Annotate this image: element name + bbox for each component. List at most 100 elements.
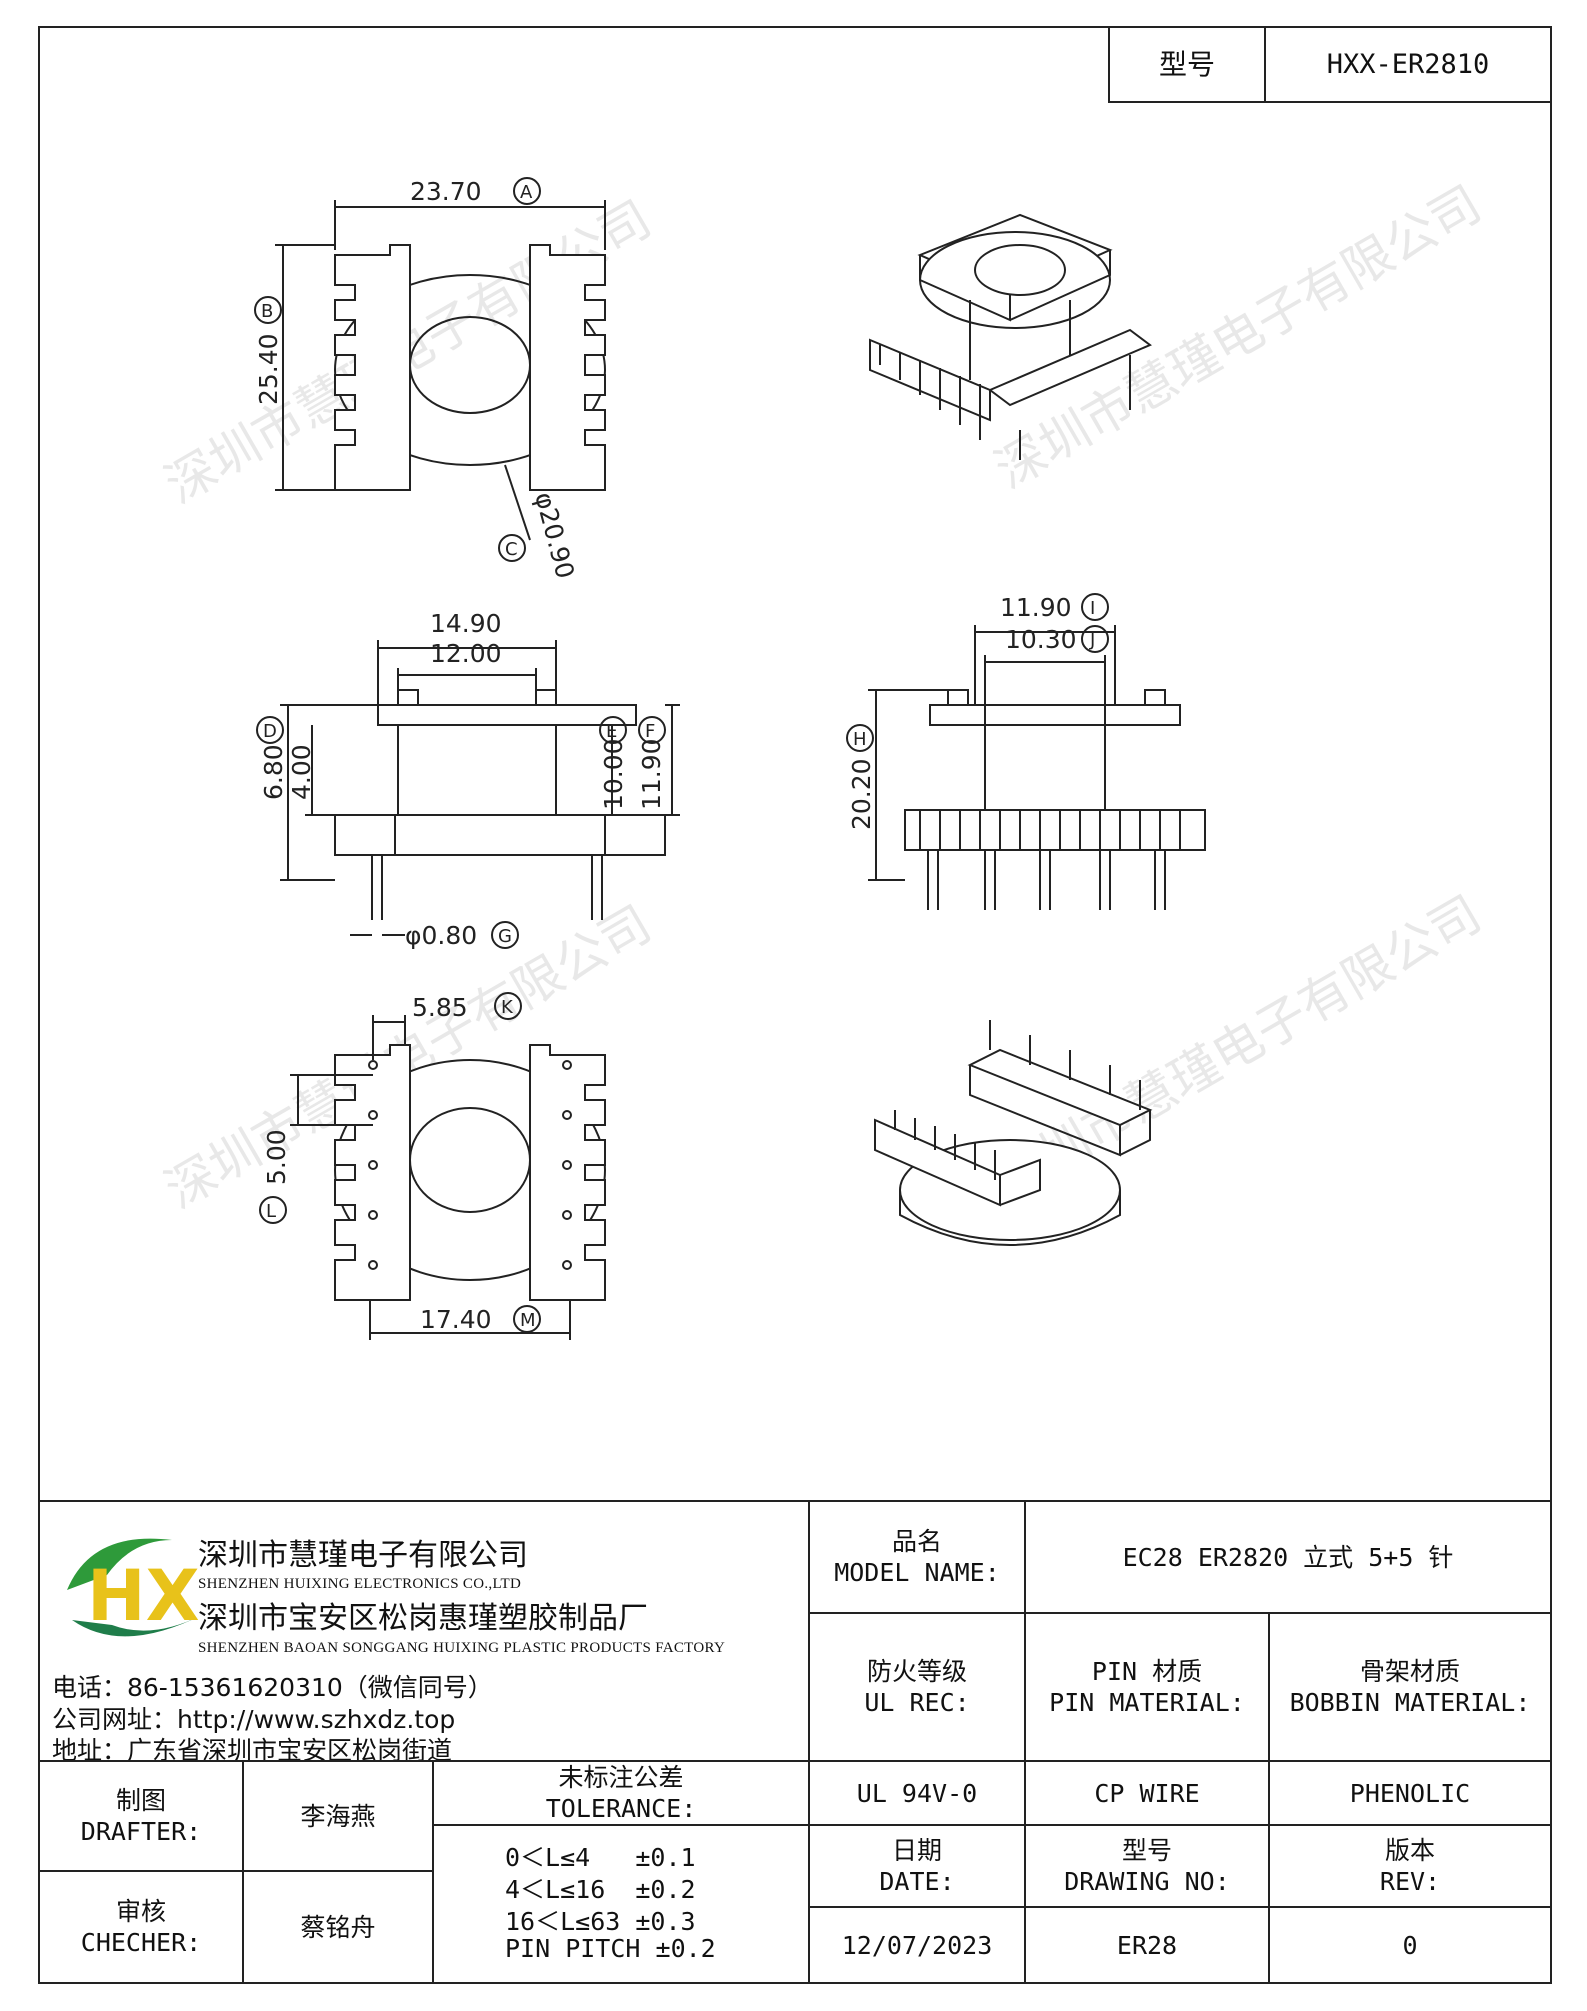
isometric-view-lower <box>874 1020 1153 1246</box>
checker-label-en: CHECHER: <box>80 1928 202 1957</box>
dim-d-tag: D <box>263 721 277 742</box>
date-value: 12/07/2023 <box>841 1930 993 1960</box>
dim-g-value: φ0.80 <box>405 921 477 950</box>
dim-a-tag: A <box>520 182 533 203</box>
model-value: HXX-ER2810 <box>1326 49 1490 80</box>
rev-label-zh: 版本 <box>1384 1836 1435 1865</box>
technical-drawing: 23.70 A 25.40 B φ20.90 C 14.90 <box>254 177 1206 1340</box>
dim-top-w1: 14.90 <box>430 609 502 638</box>
dim-m-value: 17.40 <box>420 1305 492 1334</box>
drafter-name: 李海燕 <box>300 1801 376 1831</box>
left-pin-comb <box>334 244 410 491</box>
dim-i-tag: I <box>1090 598 1095 619</box>
dim-b-value: 25.40 <box>254 333 283 405</box>
tolerance-line-4: PIN PITCH ±0.2 <box>505 1934 716 1963</box>
pin-material-label-en: PIN MATERIAL: <box>1049 1688 1245 1717</box>
drawing-no-label-zh: 型号 <box>1121 1836 1172 1865</box>
date-label-zh: 日期 <box>891 1836 942 1865</box>
pin-material-value-cell: CP WIRE <box>1024 1760 1270 1826</box>
dim-k-tag: K <box>501 997 514 1018</box>
model-label-cell: 型号 <box>1108 26 1266 103</box>
logo-swoosh-top <box>67 1538 172 1590</box>
company-logo: HX <box>67 1538 202 1637</box>
dim-l-value: 5.00 <box>262 1129 291 1185</box>
dim-i-value: 11.90 <box>1000 593 1072 622</box>
rev-value: 0 <box>1402 1930 1418 1960</box>
factory-name-en: SHENZHEN BAOAN SONGGANG HUIXING PLASTIC … <box>198 1640 726 1656</box>
company-name-zh: 深圳市慧瑾电子有限公司 <box>198 1538 528 1573</box>
rev-label-en: REV: <box>1379 1867 1441 1896</box>
front-view <box>280 640 680 936</box>
ul-value-cell: UL 94V-0 <box>808 1760 1026 1826</box>
dim-h-tag: H <box>853 729 867 750</box>
dim-k-value: 5.85 <box>412 993 468 1022</box>
drafter-label-en: DRAFTER: <box>80 1817 202 1846</box>
dim-h-value: 20.20 <box>847 758 876 830</box>
dim-m-tag: M <box>520 1310 536 1331</box>
dim-d-value: 6.80 <box>259 744 288 800</box>
drawing-no-label-cell: 型号 DRAWING NO: <box>1024 1824 1270 1908</box>
model-name-label-zh: 品名 <box>891 1527 942 1556</box>
right-pin-comb <box>530 244 606 491</box>
rev-label-cell: 版本 REV: <box>1268 1824 1552 1908</box>
side-view <box>868 625 1206 910</box>
pin-material-label-cell: PIN 材质 PIN MATERIAL: <box>1024 1612 1270 1762</box>
model-label: 型号 <box>1158 48 1215 81</box>
ul-label-zh: 防火等级 <box>866 1657 967 1686</box>
dim-a-value: 23.70 <box>410 177 482 206</box>
dim-g-tag: G <box>498 926 512 947</box>
tolerance-line-1: 0＜L≤4 ±0.1 <box>505 1843 696 1872</box>
drawing-no-value-cell: ER28 <box>1024 1906 1270 1984</box>
dim-e-tag: E <box>606 721 617 742</box>
date-label-en: DATE: <box>879 1867 955 1896</box>
dim-j-tag: J <box>1089 630 1095 651</box>
pin-material-value: CP WIRE <box>1094 1778 1200 1808</box>
bottom-view <box>290 1015 606 1340</box>
logo-swoosh-bottom <box>72 1615 202 1637</box>
ul-label-cell: 防火等级 UL REC: <box>808 1612 1026 1762</box>
bobbin-material-value: PHENOLIC <box>1349 1778 1471 1808</box>
tolerance-label-en: TOLERANCE: <box>545 1794 697 1823</box>
flange-outline <box>334 274 606 466</box>
factory-name-zh: 深圳市宝安区松岗惠瑾塑胶制品厂 <box>198 1601 648 1636</box>
checker-label-cell: 审核 CHECHER: <box>38 1870 244 1984</box>
model-name-value: EC28 ER2820 立式 5+5 针 <box>1122 1542 1454 1572</box>
rev-value-cell: 0 <box>1268 1906 1552 1984</box>
dim-j-value: 10.30 <box>1005 625 1077 654</box>
bobbin-material-value-cell: PHENOLIC <box>1268 1760 1552 1826</box>
pin-material-label-zh: PIN 材质 <box>1091 1657 1203 1686</box>
tolerance-label-zh: 未标注公差 <box>558 1763 684 1792</box>
model-name-label-cell: 品名 MODEL NAME: <box>808 1500 1026 1614</box>
drafter-name-cell: 李海燕 <box>242 1760 434 1872</box>
dim-l-tag: L <box>266 1201 276 1222</box>
top-view <box>275 200 606 541</box>
company-block <box>38 1500 810 1764</box>
dim-b-tag: B <box>261 301 273 322</box>
dim-c-value: φ20.90 <box>529 489 580 582</box>
drafter-label-zh: 制图 <box>115 1786 166 1815</box>
checker-name: 蔡铭舟 <box>300 1912 376 1942</box>
dim-c-tag: C <box>505 539 518 560</box>
dim-f-value: 11.90 <box>637 738 666 810</box>
company-phone: 电话：86-15361620310（微信同号） <box>52 1673 493 1702</box>
date-label-cell: 日期 DATE: <box>808 1824 1026 1908</box>
drawing-no-value: ER28 <box>1116 1930 1178 1960</box>
tolerance-values-cell <box>432 1824 810 1984</box>
date-value-cell: 12/07/2023 <box>808 1906 1026 1984</box>
drafter-label-cell: 制图 DRAFTER: <box>38 1760 244 1872</box>
tolerance-label-cell: 未标注公差 TOLERANCE: <box>432 1760 810 1826</box>
model-name-label-en: MODEL NAME: <box>834 1558 1000 1587</box>
dim-top-w2: 12.00 <box>430 639 502 668</box>
ul-value: UL 94V-0 <box>856 1778 978 1808</box>
tolerance-line-2: 4＜L≤16 ±0.2 <box>505 1875 696 1904</box>
bobbin-material-label-zh: 骨架材质 <box>1359 1657 1460 1686</box>
company-name-en: SHENZHEN HUIXING ELECTRONICS CO.,LTD <box>198 1576 522 1592</box>
bobbin-material-label-cell: 骨架材质 BOBBIN MATERIAL: <box>1268 1612 1552 1762</box>
checker-label-zh: 审核 <box>115 1897 166 1926</box>
isometric-view-upper <box>869 213 1152 460</box>
dim-f-tag: F <box>645 721 655 742</box>
logo-text: HX <box>87 1555 200 1637</box>
checker-name-cell: 蔡铭舟 <box>242 1870 434 1984</box>
drawing-no-label-en: DRAWING NO: <box>1064 1867 1230 1896</box>
ul-label-en: UL REC: <box>864 1688 970 1717</box>
